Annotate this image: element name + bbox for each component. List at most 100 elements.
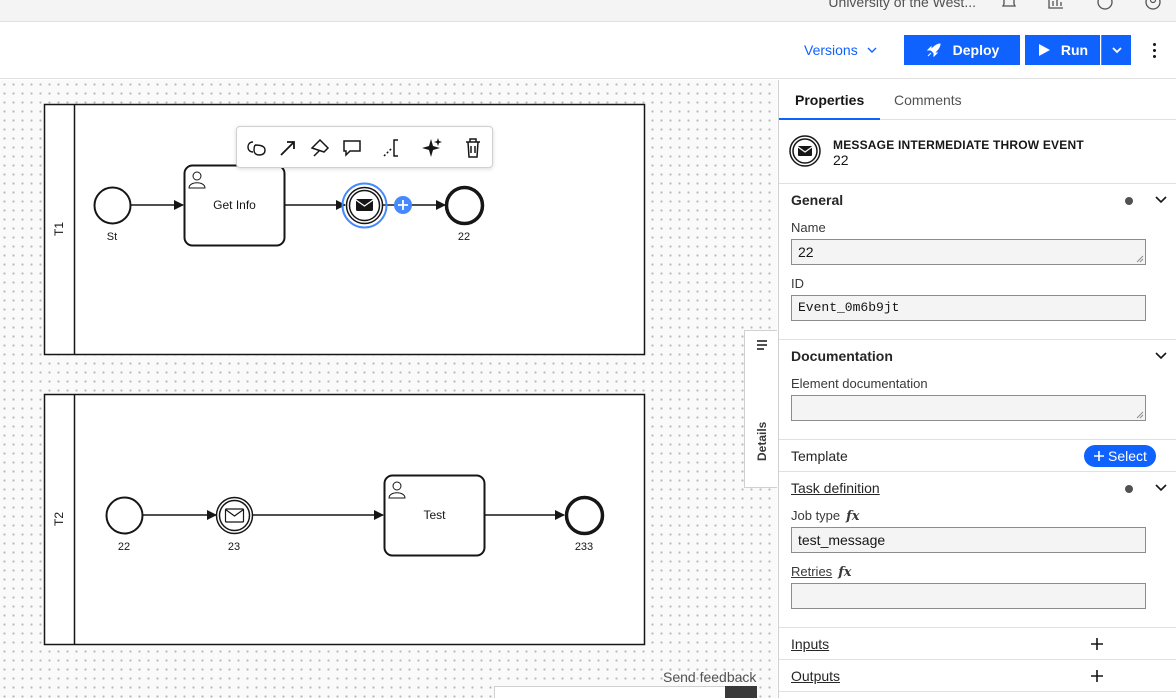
user-task-get-info[interactable]: Get Info — [183, 164, 286, 247]
chevron-down-icon[interactable] — [1154, 349, 1168, 363]
job-type-field[interactable]: test_message — [791, 527, 1146, 553]
chevron-down-icon[interactable] — [1154, 481, 1168, 495]
start-event-st[interactable]: St — [93, 186, 132, 244]
user-task-get-info-label: Get Info — [213, 198, 256, 212]
diagram-canvas[interactable]: T1 T2 St Get Info — [0, 80, 777, 698]
append-element-icon[interactable] — [394, 196, 412, 214]
section-inputs-header[interactable]: Inputs — [779, 628, 1176, 660]
text-annotation-icon[interactable] — [380, 136, 404, 160]
section-general-title: General — [791, 192, 844, 208]
end-event-22[interactable]: 22 — [444, 185, 485, 244]
retries-field[interactable] — [791, 583, 1146, 609]
end-event-22-label: 22 — [458, 231, 470, 243]
message-throw-event-icon — [789, 135, 821, 167]
start-event-22[interactable]: 22 — [105, 496, 144, 554]
bpmn-diagram[interactable]: T1 T2 St Get Info — [0, 80, 777, 698]
send-feedback-link[interactable]: Send feedback — [663, 669, 757, 685]
id-field-value: Event_0m6b9jt — [798, 300, 900, 315]
id-field[interactable]: Event_0m6b9jt — [791, 295, 1146, 321]
comment-icon[interactable] — [340, 136, 364, 160]
element-name: 22 — [833, 152, 849, 168]
resize-handle-icon[interactable] — [1136, 411, 1144, 419]
chevron-down-icon — [867, 47, 877, 53]
section-outputs-title: Outputs — [791, 668, 841, 684]
versions-label: Versions — [804, 42, 858, 58]
divider — [779, 691, 1176, 692]
envelope-icon — [224, 508, 245, 523]
section-documentation-title: Documentation — [791, 348, 893, 364]
bell-icon[interactable] — [1000, 0, 1018, 10]
chevron-down-icon[interactable] — [1154, 193, 1168, 207]
job-type-label: Job type — [791, 508, 841, 523]
panel-tabs: Properties Comments — [779, 80, 1176, 120]
play-icon — [1038, 44, 1050, 56]
divider — [779, 627, 1176, 628]
list-icon — [757, 340, 767, 350]
deploy-label: Deploy — [952, 42, 1000, 58]
section-general-header[interactable]: General — [779, 184, 1176, 216]
connect-arrow-icon[interactable] — [276, 136, 300, 160]
tab-comments[interactable]: Comments — [894, 92, 962, 108]
context-pad — [236, 126, 493, 168]
plus-icon — [1094, 451, 1105, 461]
editor-toolbar: Versions Deploy Run — [0, 22, 1176, 79]
help-icon[interactable] — [1096, 0, 1114, 10]
organization-name[interactable]: University of the West... — [828, 0, 976, 10]
divider — [779, 471, 1176, 472]
divider — [779, 339, 1176, 340]
deploy-button[interactable]: Deploy — [904, 35, 1020, 65]
section-outputs-header[interactable]: Outputs — [779, 660, 1176, 692]
fx-icon[interactable]: fx — [838, 565, 852, 580]
select-template-label: Select — [1108, 448, 1147, 464]
rocket-icon — [926, 43, 941, 58]
delete-icon[interactable] — [461, 136, 485, 160]
element-header: MESSAGE INTERMEDIATE THROW EVENT 22 — [779, 121, 1176, 184]
more-options-icon[interactable] — [1146, 37, 1162, 63]
chart-icon[interactable] — [1047, 0, 1065, 10]
section-documentation-header[interactable]: Documentation — [779, 340, 1176, 372]
documentation-field[interactable] — [791, 395, 1146, 421]
has-content-indicator — [1125, 485, 1133, 493]
job-type-field-value: test_message — [798, 532, 886, 548]
user-avatar-icon[interactable] — [1144, 0, 1162, 10]
section-template-header: Template Select — [779, 440, 1176, 472]
run-button[interactable]: Run — [1025, 35, 1100, 65]
user-task-test[interactable]: Test — [383, 474, 486, 557]
divider — [779, 659, 1176, 660]
message-catch-event-23[interactable]: 23 — [215, 496, 254, 554]
message-throw-event-selected[interactable] — [341, 182, 388, 229]
add-output-icon[interactable] — [1089, 668, 1105, 684]
user-icon — [188, 171, 206, 189]
name-field[interactable]: 22 — [791, 239, 1146, 265]
select-template-button[interactable]: Select — [1084, 445, 1156, 467]
resize-handle-icon[interactable] — [1136, 255, 1144, 263]
color-hammer-icon[interactable] — [308, 136, 332, 160]
chevron-down-icon — [1111, 47, 1122, 54]
has-content-indicator — [1125, 197, 1133, 205]
versions-dropdown[interactable]: Versions — [804, 42, 878, 58]
job-type-field-label: Job type fx — [791, 508, 860, 524]
envelope-icon — [355, 199, 374, 211]
tab-properties[interactable]: Properties — [779, 92, 881, 120]
end-event-233[interactable]: 233 — [564, 495, 605, 554]
details-panel-toggle[interactable]: Details — [744, 330, 777, 488]
name-field-label: Name — [791, 220, 826, 235]
top-bar: University of the West... — [0, 0, 1176, 22]
section-task-definition-title: Task definition — [791, 480, 880, 496]
add-input-icon[interactable] — [1089, 636, 1105, 652]
fullscreen-toggle[interactable] — [725, 686, 757, 698]
section-task-definition-header[interactable]: Task definition — [779, 472, 1176, 504]
fx-icon[interactable]: fx — [846, 509, 860, 524]
canvas-tools-bar[interactable] — [494, 686, 730, 698]
change-type-icon[interactable] — [245, 136, 269, 160]
user-task-test-label: Test — [423, 508, 446, 522]
documentation-field-label: Element documentation — [791, 376, 928, 391]
pool-t2-label: T2 — [52, 512, 66, 526]
run-options-button[interactable] — [1101, 35, 1131, 65]
pool-t1-label: T1 — [52, 222, 66, 236]
ai-sparkle-icon[interactable] — [420, 136, 444, 160]
run-label: Run — [1060, 42, 1089, 58]
details-label: Details — [755, 421, 769, 461]
pool-t2[interactable]: T2 — [43, 393, 646, 646]
start-event-st-label: St — [107, 231, 117, 243]
